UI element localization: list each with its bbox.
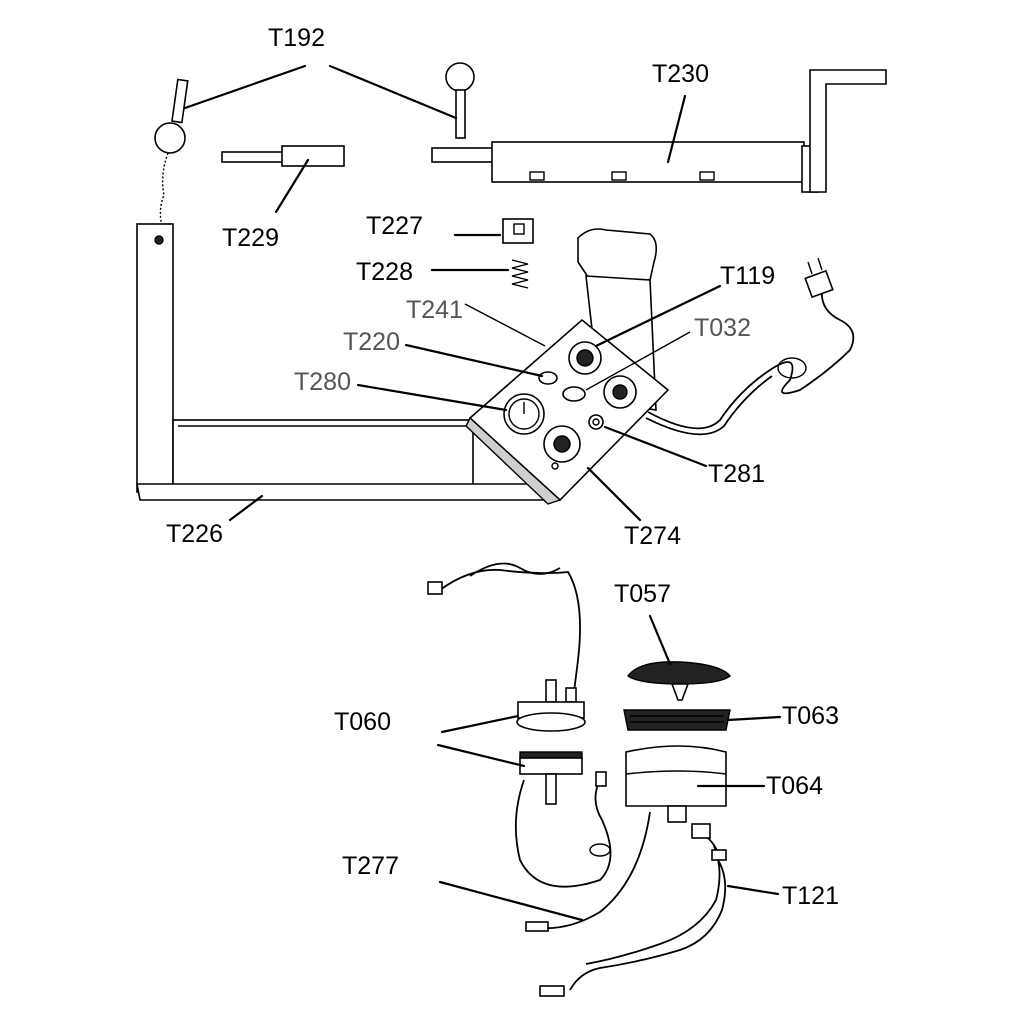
leader-t032	[585, 331, 691, 391]
part-t121-cord	[539, 837, 727, 997]
part-t063-filter	[623, 709, 731, 731]
part-upper-cord	[427, 562, 581, 693]
label-t227: T227	[366, 212, 423, 240]
label-t192: T192	[268, 24, 325, 52]
part-t227-clip	[502, 218, 534, 244]
label-t119: T119	[720, 262, 775, 290]
part-t281-knob	[588, 414, 604, 430]
leader-t229	[274, 158, 310, 214]
part-t277-cords	[514, 771, 651, 932]
label-t220: T220	[343, 328, 400, 356]
label-t281: T281	[708, 460, 765, 488]
leader-t063	[726, 715, 782, 722]
label-t274: T274	[624, 522, 681, 550]
label-t121: T121	[782, 882, 839, 910]
label-t229: T229	[222, 224, 279, 252]
label-t228: T228	[356, 258, 413, 286]
part-lower-dial	[543, 425, 581, 470]
leader-t121	[726, 884, 780, 896]
label-t060: T060	[334, 708, 391, 736]
part-t060-lower	[519, 751, 583, 805]
label-t230: T230	[652, 60, 709, 88]
label-t057: T057	[614, 580, 671, 608]
part-t280-gauge	[503, 393, 545, 435]
part-labels: T192 T230 T229 T227 T228 T119 T241 T032 …	[166, 24, 839, 910]
leader-t060-lower	[436, 743, 526, 768]
label-t241: T241	[406, 296, 463, 324]
label-t063: T063	[782, 702, 839, 730]
leader-t226	[228, 494, 264, 522]
part-t192-pin-right	[445, 62, 475, 139]
part-right-dial	[603, 375, 637, 409]
leader-t119	[594, 284, 722, 348]
leader-lines	[183, 64, 782, 922]
leader-t277	[438, 880, 584, 922]
part-t220-indicator	[538, 371, 558, 385]
leader-t192-right	[328, 64, 458, 120]
part-t060-upper	[516, 679, 586, 732]
part-t228-spring	[511, 259, 529, 289]
part-t119-switch	[568, 341, 602, 375]
part-t032-indicator	[562, 386, 586, 402]
leader-t274	[586, 466, 642, 522]
label-t032: T032	[694, 314, 751, 342]
part-control-housing	[465, 228, 670, 505]
part-t057-cap	[626, 661, 731, 701]
leader-t192-left	[183, 64, 307, 110]
part-power-cord-top	[645, 257, 855, 436]
part-t064-housing	[625, 745, 727, 839]
leader-t220	[404, 343, 544, 378]
leader-t280	[356, 383, 508, 412]
leader-t060-upper	[440, 714, 520, 734]
label-t064: T064	[766, 772, 823, 800]
label-t280: T280	[294, 368, 351, 396]
leader-t230	[666, 94, 687, 164]
leader-t281	[603, 425, 708, 468]
leader-t057	[648, 614, 672, 666]
part-t192-pin-left	[154, 78, 189, 227]
label-t226: T226	[166, 520, 223, 548]
part-t230-rod	[431, 69, 887, 193]
part-t229-bracket	[221, 145, 345, 167]
label-t277: T277	[342, 852, 399, 880]
leader-t241	[464, 303, 546, 347]
part-t226-frame	[136, 223, 561, 501]
